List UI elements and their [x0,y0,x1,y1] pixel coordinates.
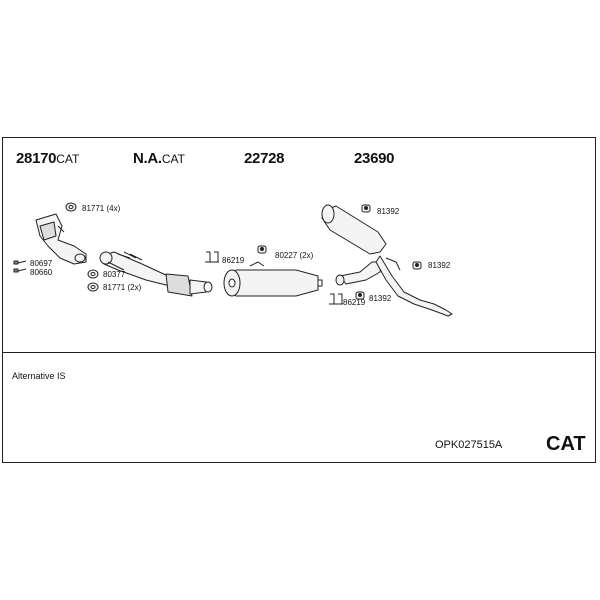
part-label: 81771 (2x) [103,283,142,292]
header-part-na: N.A.CAT [133,150,185,167]
catalytic-converter-front-icon [35,213,87,265]
header-suffix: CAT [161,152,185,166]
middle-silencer-icon [223,261,323,297]
part-label: 80377 [103,270,126,279]
gasket-icon [65,202,77,212]
part-label: 80660 [30,268,53,277]
header-number: N.A. [133,150,162,167]
header-number: 23690 [354,150,395,167]
part-label: 81392 [428,261,451,270]
part-label: 86219 [222,256,245,265]
part-label: 81392 [369,294,392,303]
header-number: 22728 [244,150,285,167]
header-number: 28170 [16,150,57,167]
header-part-23690: 23690 [354,150,395,167]
part-label: 80227 (2x) [275,251,314,260]
part-label: 86219 [343,298,366,307]
rear-mount-icon [355,204,422,300]
rear-clamp-icon [329,293,343,305]
rear-silencer-icon [321,204,453,317]
ring-gasket-icon [87,269,99,292]
part-label: 81392 [377,207,400,216]
category-label: CAT [546,433,586,455]
article-code: OPK027515A [435,439,503,451]
header-part-22728: 22728 [244,150,285,167]
header-suffix: CAT [56,152,80,166]
diagram-frame [2,137,596,463]
part-label: 80697 [30,259,53,268]
alternative-note: Alternative IS [12,371,66,381]
rubber-mount-icon [257,245,267,254]
header-part-28170: 28170CAT [16,150,79,167]
section-divider [2,352,596,353]
part-label: 81771 (4x) [82,204,121,213]
clamp-icon [205,251,219,263]
bolt-icon [13,260,27,273]
front-pipe-catalyst-icon [99,251,213,297]
